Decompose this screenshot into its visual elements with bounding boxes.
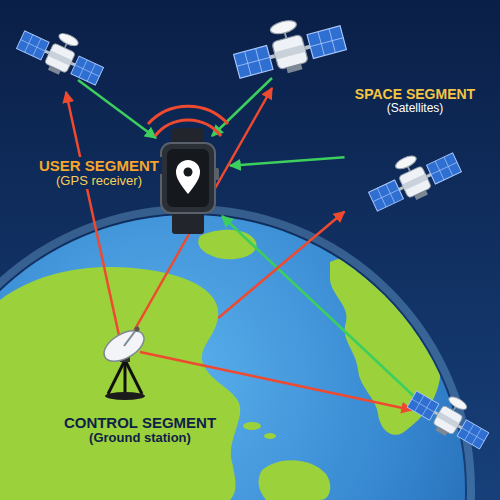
signal-arrow — [230, 157, 345, 165]
watch-body — [161, 143, 215, 213]
tripod-leg — [125, 360, 142, 394]
space-segment: SPACE SEGMENT(Satellites) — [345, 82, 486, 222]
watch-crown — [215, 168, 219, 180]
text-block: CONTROL SEGMENT(Ground station) — [61, 414, 219, 446]
land-greenland — [198, 230, 256, 259]
tripod-base — [105, 392, 145, 400]
segment-subtitle: (Satellites) — [384, 102, 447, 116]
tripod-leg — [124, 360, 127, 396]
land-island — [243, 422, 261, 430]
uplink-line — [66, 92, 120, 340]
segment-subtitle: (GPS receiver) — [53, 174, 145, 189]
satellite — [229, 7, 349, 85]
satellite — [14, 17, 110, 90]
control-segment: CONTROL SEGMENT(Ground station) — [50, 318, 230, 450]
land-island — [264, 433, 276, 439]
watch-screen — [167, 149, 209, 207]
dish-reflector — [99, 325, 149, 368]
user-segment: USER SEGMENT(GPS receiver) — [30, 118, 230, 228]
signal-arc — [148, 106, 228, 124]
satellite — [362, 138, 464, 216]
segment-title: CONTROL SEGMENT — [61, 414, 219, 431]
earth-globe — [0, 209, 471, 500]
dish-feed — [124, 330, 136, 346]
uplink-line — [140, 352, 412, 410]
ground-station-dish — [99, 325, 149, 400]
uplink-arrow — [218, 211, 344, 318]
dish-feed — [135, 327, 140, 332]
atmosphere-glow — [0, 209, 471, 500]
location-pin — [176, 160, 200, 194]
location-pin-hole — [184, 168, 193, 177]
segment-title: SPACE SEGMENT — [352, 86, 478, 102]
satellite — [404, 379, 496, 454]
land-north-america — [0, 267, 240, 500]
land-south-america — [259, 460, 331, 500]
segment-title: USER SEGMENT — [36, 157, 162, 174]
text-block: SPACE SEGMENT(Satellites) — [352, 86, 478, 116]
ocean — [0, 215, 465, 500]
signal-line — [222, 216, 420, 402]
signal-line — [212, 78, 272, 136]
segment-subtitle: (Ground station) — [86, 431, 194, 446]
text-block: USER SEGMENT(GPS receiver) — [36, 157, 162, 189]
signal-line — [78, 80, 156, 138]
tripod-leg — [108, 360, 125, 394]
uplink-line — [130, 88, 272, 338]
